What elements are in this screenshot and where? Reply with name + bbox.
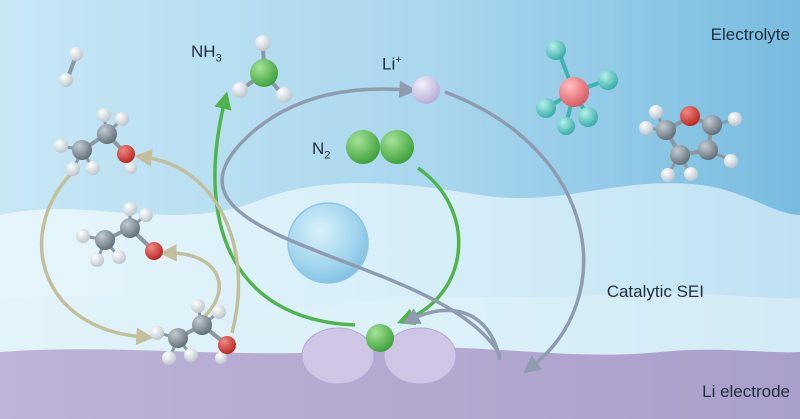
n2-molecule [346, 130, 414, 164]
tan-arrow-right-loop [134, 149, 241, 334]
surface-n-atom [366, 324, 394, 352]
surface-li-atoms [301, 327, 457, 385]
nh3-molecule [232, 35, 292, 103]
electrolyte-label: Electrolyte [710, 25, 790, 44]
tan-arrow-left-loop [39, 173, 154, 346]
n2-label: N2 [312, 140, 330, 161]
grey-arrow-li-cycle [220, 80, 502, 356]
ethanol-molecule-top [54, 108, 137, 176]
n2-label-subscript: 2 [324, 149, 331, 162]
tan-arrow-inner [159, 244, 221, 318]
pf6-molecule [536, 40, 618, 135]
h2-molecule [59, 47, 83, 87]
green-arrow-to-nh3 [213, 91, 356, 327]
nh3-label-subscript: 3 [215, 52, 222, 65]
li-electrode-label: Li electrode [702, 382, 790, 401]
ethanol-molecule-middle [76, 202, 163, 267]
ethanol-molecule-bottom [150, 299, 236, 365]
grey-arrow-li-to-electrode [444, 90, 586, 374]
li-ion-label: Li+ [382, 55, 402, 73]
li-ion-label-superscript: + [395, 54, 402, 66]
electrode-region [0, 347, 800, 419]
nh3-label-base: NH [191, 42, 216, 61]
n2-label-base: N [312, 139, 325, 158]
li-ion-label-base: Li [382, 54, 396, 74]
grey-arrow-li-to-surface [402, 308, 502, 361]
li-ion-atom [412, 76, 440, 104]
thf-molecule [639, 105, 742, 182]
green-arrow-n2-to-surface [396, 166, 461, 326]
nh3-label: NH3 [191, 43, 222, 64]
catalytic-sei-label: Catalytic SEI [606, 282, 704, 301]
